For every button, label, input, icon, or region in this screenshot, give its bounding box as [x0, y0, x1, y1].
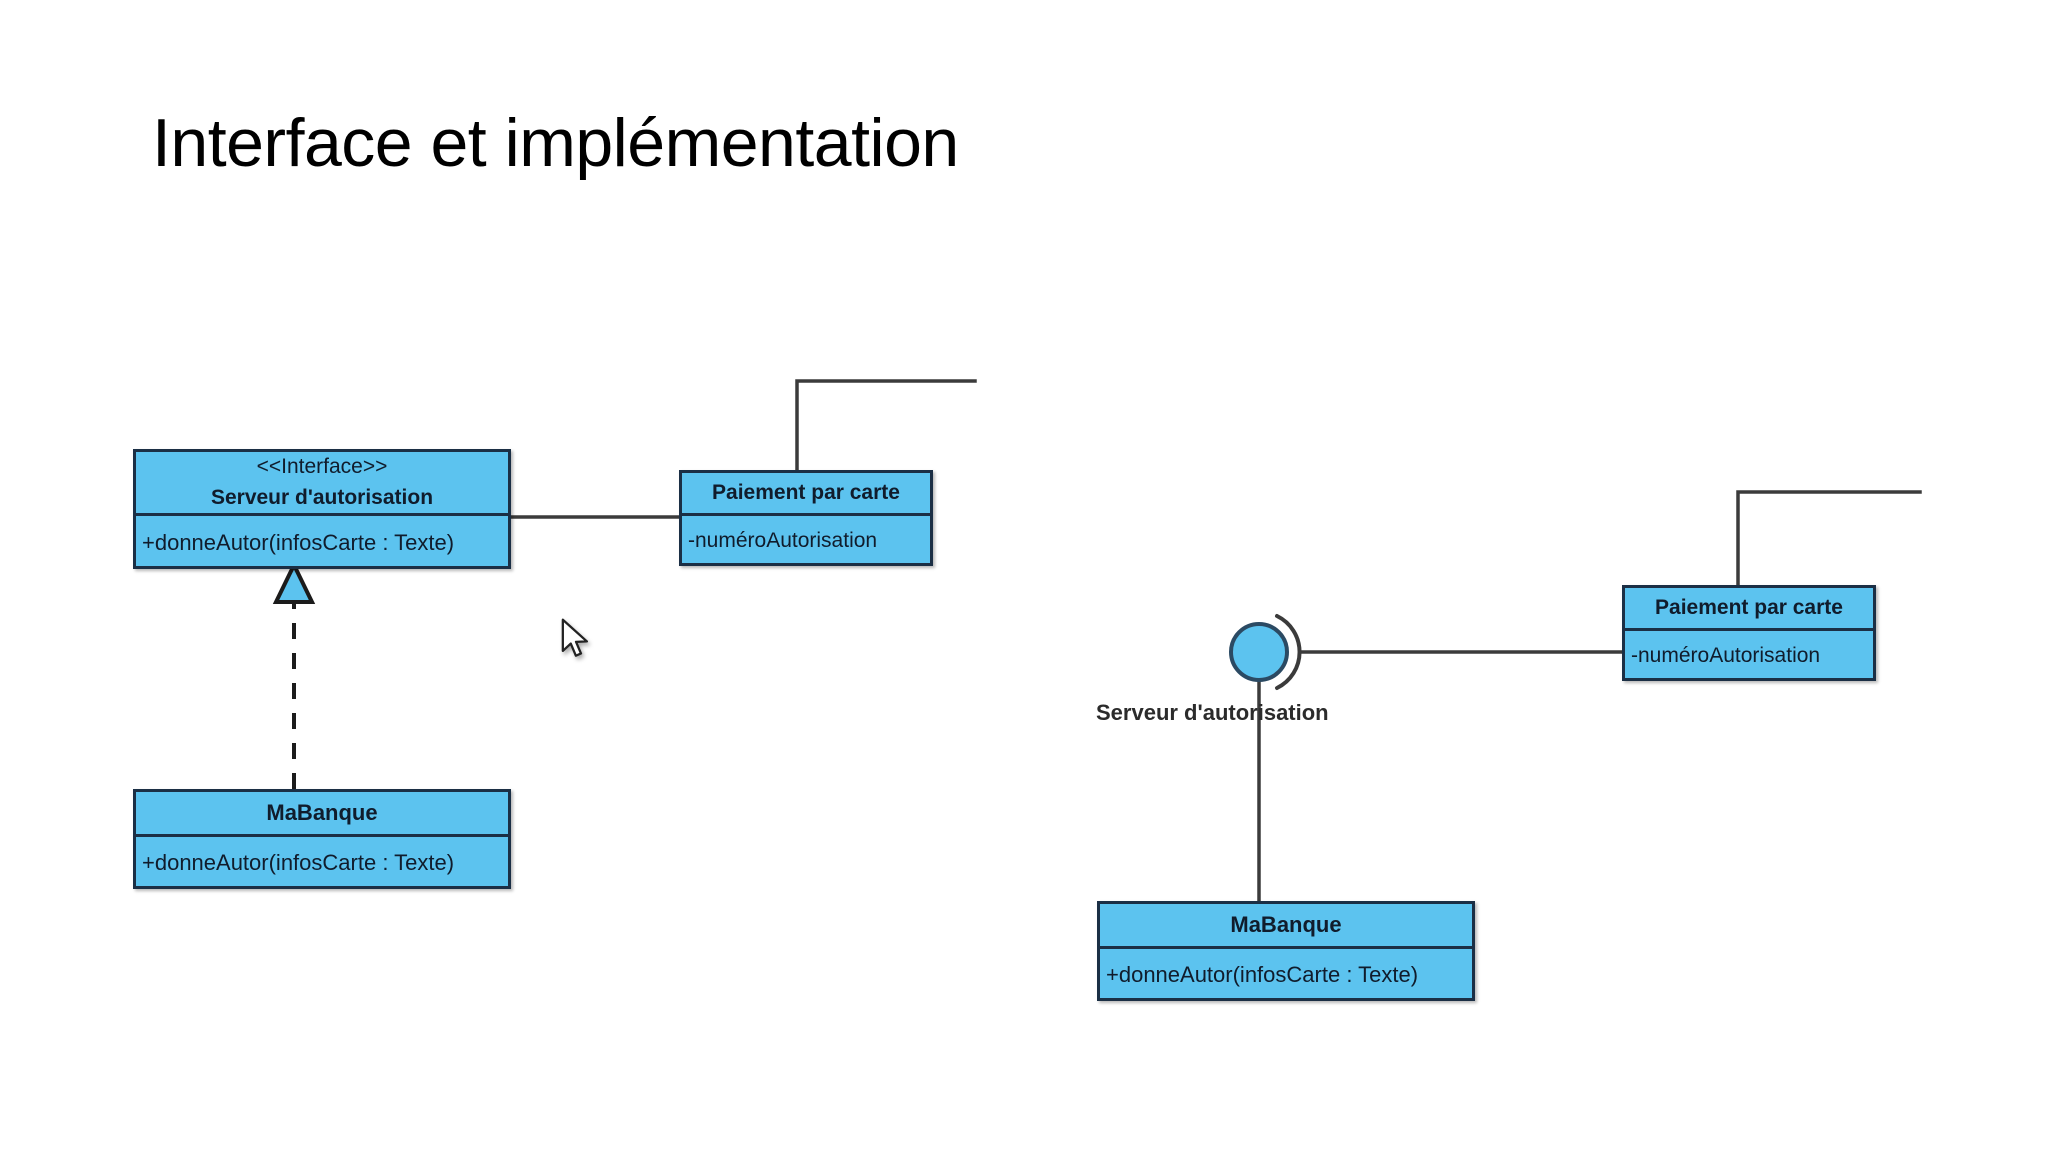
uml-class-name: Serveur d'autorisation: [210, 485, 434, 509]
uml-class-name: Paiement par carte: [1655, 596, 1843, 619]
uml-stereotype: <<Interface>>: [256, 455, 388, 479]
uml-class-member: +donneAutor(infosCarte : Texte): [142, 850, 455, 875]
uml-compartment-divider: [682, 513, 930, 516]
uml-class-member: -numéroAutorisation: [688, 529, 878, 552]
lollipop-interface-label: Serveur d'autorisation: [1096, 700, 1329, 725]
arrow-pointer-icon: [561, 618, 589, 657]
uml-class-member: -numéroAutorisation: [1631, 644, 1821, 667]
uml-class-header: MaBanque: [1100, 904, 1472, 946]
uml-class-mabanque-right[interactable]: MaBanque +donneAutor(infosCarte : Texte): [1097, 901, 1475, 1001]
uml-compartment-divider: [1100, 946, 1472, 949]
uml-compartment-divider: [1625, 628, 1873, 631]
uml-compartment-divider: [136, 834, 508, 837]
page-title: Interface et implémentation: [152, 105, 959, 181]
uml-class-name: MaBanque: [1230, 912, 1342, 937]
uml-class-member: +donneAutor(infosCarte : Texte): [1106, 962, 1419, 987]
uml-class-member: +donneAutor(infosCarte : Texte): [142, 529, 455, 555]
elbow-above-paiement-right: [1736, 490, 1922, 587]
uml-class-paiement-par-carte-left[interactable]: Paiement par carte -numéroAutorisation: [679, 470, 933, 566]
uml-class-header: <<Interface>> Serveur d'autorisation: [136, 452, 508, 513]
uml-class-header: Paiement par carte: [1625, 588, 1873, 628]
uml-class-mabanque-left[interactable]: MaBanque +donneAutor(infosCarte : Texte): [133, 789, 511, 889]
uml-compartment-divider: [136, 513, 508, 516]
realization-mabanque-to-interface: [272, 560, 316, 789]
uml-class-name: Paiement par carte: [712, 481, 900, 504]
uml-class-serveur-autorisation-interface[interactable]: <<Interface>> Serveur d'autorisation +do…: [133, 449, 511, 569]
socket-icon: [1275, 614, 1302, 690]
uml-class-name: MaBanque: [266, 800, 378, 825]
uml-class-header: MaBanque: [136, 792, 508, 834]
uml-class-paiement-par-carte-right[interactable]: Paiement par carte -numéroAutorisation: [1622, 585, 1876, 681]
uml-class-header: Paiement par carte: [682, 473, 930, 513]
ball-icon: [1229, 622, 1289, 682]
elbow-above-paiement-left: [795, 379, 977, 472]
